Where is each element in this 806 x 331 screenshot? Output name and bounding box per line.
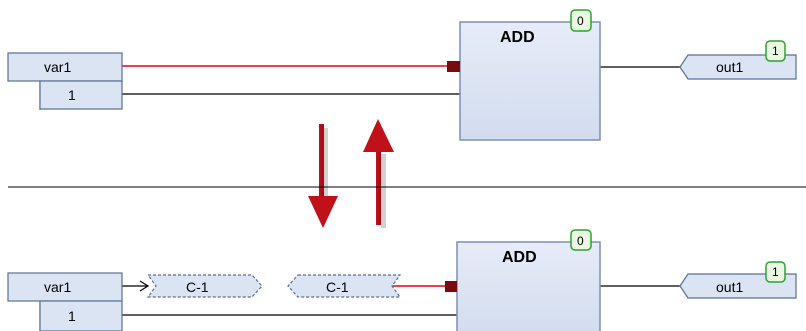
connector-out-label: C-1 [186,279,209,295]
top-output-badge-number: 1 [772,44,779,58]
bottom-add-title: ADD [502,249,537,266]
bottom-output-badge-number: 1 [772,265,779,279]
top-input-const-box[interactable]: 1 [39,80,123,110]
bottom-add-badge: 0 [570,229,592,251]
top-add-title: ADD [500,29,535,46]
conversion-arrows [308,119,394,228]
bottom-input-const-label: 1 [68,308,76,324]
connector-out[interactable]: C-1 [146,274,263,298]
connector-in-label: C-1 [326,279,349,295]
up-arrow-icon [363,119,394,228]
bottom-input-const-box[interactable]: 1 [39,300,123,331]
down-arrow-icon [308,124,338,228]
top-output-badge: 1 [765,40,786,62]
top-add-badge-number: 0 [577,14,584,28]
top-output-label: out1 [716,59,743,75]
bottom-add-badge-number: 0 [577,234,584,248]
top-input-const-label: 1 [68,87,76,103]
top-input-var1-label: var1 [44,59,71,75]
bottom-output-badge: 1 [765,261,786,283]
bottom-input-var1-box[interactable]: var1 [7,272,123,331]
bottom-add-input-pin[interactable] [445,281,457,292]
bottom-output-label: out1 [716,279,743,295]
bottom-input-var1-label: var1 [44,279,71,295]
top-add-block[interactable]: ADD [447,21,601,141]
top-output-box[interactable]: out1 [679,54,797,80]
bottom-add-block[interactable]: ADD [445,241,601,331]
bottom-wire-arrowhead [139,280,150,292]
top-network: var1 1 ADD 0 out1 1 [7,9,797,141]
connector-in[interactable]: C-1 [287,274,402,298]
bottom-network: var1 1 C-1 C-1 ADD 0 out1 [7,229,797,331]
top-add-badge: 0 [570,9,592,32]
top-input-var1-box[interactable]: var1 [7,52,123,110]
top-add-input-pin[interactable] [447,61,460,72]
